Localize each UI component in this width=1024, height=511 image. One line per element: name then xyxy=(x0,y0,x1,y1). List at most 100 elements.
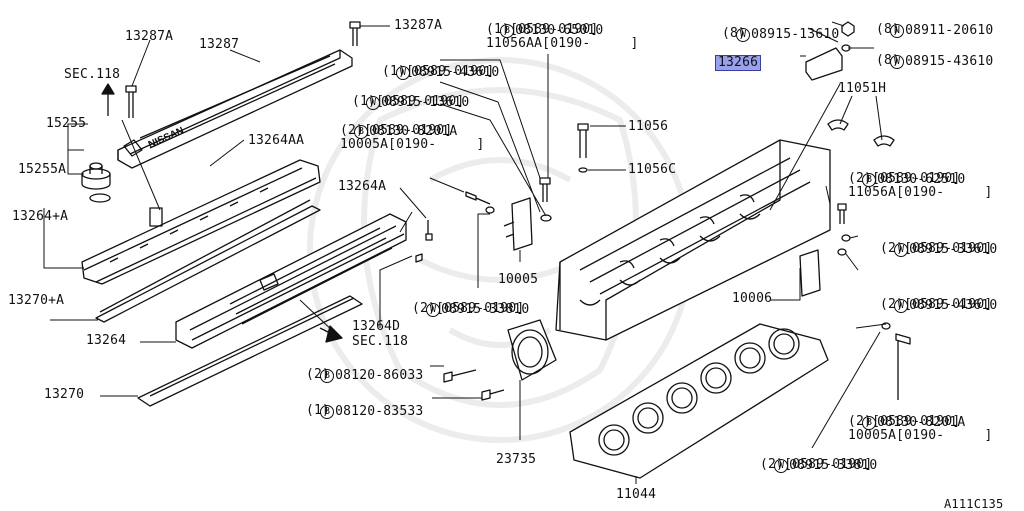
head-gasket-11044 xyxy=(569,323,829,479)
callout-supersession: 11056A[0190- ] xyxy=(848,185,993,200)
washer-08915-43610 xyxy=(837,248,847,256)
callout-code: 08915-33610 xyxy=(909,242,998,257)
callout-code: 08915-13610 xyxy=(751,27,840,42)
cylinder-head xyxy=(555,139,831,341)
washer-symbol-icon: W xyxy=(890,55,905,69)
section-ref-sec118-top: SEC.118 xyxy=(64,67,121,82)
callout-qty: (1)[0589-0190] xyxy=(352,94,465,109)
part-label-13264AA: 13264AA xyxy=(248,133,305,148)
callout-code: 08915-43610 xyxy=(411,65,500,80)
callout-code: 08120-86033 xyxy=(335,368,424,383)
bolt-symbol-icon: B xyxy=(320,369,335,383)
callout-code: 08130-8201A xyxy=(877,415,966,430)
washer-symbol-icon: W xyxy=(736,28,751,42)
head-bolt-11056 xyxy=(577,123,589,158)
bolt-08130-8201A xyxy=(465,191,491,205)
engine-top-cover-13287: NISSAN xyxy=(117,49,353,169)
part-label-13266-highlighted[interactable]: 13266 xyxy=(715,55,762,71)
oil-cap-gasket-15255A xyxy=(89,193,111,203)
part-label-15255A: 15255A xyxy=(18,162,67,177)
callout-qty: (8) xyxy=(722,26,747,41)
bolt-08130-8201A-right xyxy=(881,322,911,400)
leader-lines xyxy=(43,21,887,484)
part-label-13264A: 13264A xyxy=(338,179,387,194)
part-label-23735: 23735 xyxy=(496,452,537,467)
callout-qty: (2)[0589-0190] xyxy=(340,123,453,138)
bracket-13266 xyxy=(805,21,855,81)
section-ref-sec118-mid: SEC.118 xyxy=(352,334,409,349)
callout-qty: (2)[0589-0190] xyxy=(880,241,993,256)
washer-11056C xyxy=(578,167,588,173)
callout-code: 08911-20610 xyxy=(905,23,994,38)
washer-symbol-icon: W xyxy=(426,303,441,317)
callout-code: 08130-62510 xyxy=(877,172,966,187)
callout-code: 08915-43610 xyxy=(909,298,998,313)
part-label-13264: 13264 xyxy=(86,333,127,348)
washer-symbol-icon: W xyxy=(366,96,381,110)
washer-symbol-icon: W xyxy=(894,243,909,257)
part-label-13287: 13287 xyxy=(199,37,240,52)
callout-qty: (1)[0589-0190] xyxy=(486,22,599,37)
washer-symbol-icon: W xyxy=(894,299,909,313)
bolt-13287A-top xyxy=(349,21,361,46)
callout-qty: (2)[0589-0190] xyxy=(848,171,961,186)
bolt-symbol-icon: B xyxy=(354,125,369,139)
arrow-right-icon xyxy=(319,325,343,343)
part-label-11056C: 11056C xyxy=(628,162,677,177)
callout-qty: (1)[0589-0190] xyxy=(382,64,495,79)
rocker-cover-13264-right xyxy=(175,213,407,349)
washer-08915-33810 xyxy=(485,206,495,214)
rocker-cover-gasket-13270-right xyxy=(137,295,363,407)
callout-qty: (2)[0589-0190] xyxy=(760,457,873,472)
part-label-13287A-top: 13287A xyxy=(394,18,443,33)
callout-code: 08915-33810 xyxy=(441,302,530,317)
callout-qty: (8) xyxy=(876,22,901,37)
callout-supersession: 11056AA[0190- ] xyxy=(486,36,639,51)
rocker-cover-13264 xyxy=(81,159,321,285)
bracket-10006 xyxy=(799,249,821,297)
oil-filler-cap-15255 xyxy=(81,162,111,190)
part-label-15255: 15255 xyxy=(46,116,87,131)
callout-supersession: 10005A[0190- ] xyxy=(340,137,485,152)
callout-supersession: 10005A[0190- ] xyxy=(848,428,993,443)
rocker-cover-gasket-13270 xyxy=(95,199,321,323)
figure-code: A111C135 xyxy=(944,497,1004,511)
bracket-10005 xyxy=(503,197,533,251)
callout-qty: (8) xyxy=(876,53,901,68)
part-label-11051H: 11051H xyxy=(838,81,887,96)
part-label-13270: 13270 xyxy=(44,387,85,402)
washer-symbol-icon: W xyxy=(396,66,411,80)
bolt-symbol-icon: B xyxy=(500,24,515,38)
callout-qty: (2)[0589-0190] xyxy=(412,301,525,316)
bolt-symbol-icon: B xyxy=(862,173,877,187)
part-label-10005: 10005 xyxy=(498,272,539,287)
bolt-symbol-icon: B xyxy=(862,416,877,430)
callout-qty: (2)[0589-0190] xyxy=(848,414,961,429)
callout-code: 08130-65010 xyxy=(515,23,604,38)
bolt-08130-62510 xyxy=(837,203,847,224)
part-label-13264D: 13264D xyxy=(352,319,401,334)
bolt-08130-65010 xyxy=(539,177,552,222)
part-label-13287A: 13287A xyxy=(125,29,174,44)
bolt-13264A xyxy=(415,220,433,263)
callout-code: 08915-33810 xyxy=(789,458,878,473)
part-label-11044: 11044 xyxy=(616,487,657,502)
callout-code: 08915-43610 xyxy=(905,54,994,69)
bolt-08120-86033 xyxy=(443,369,477,383)
callout-code: 08120-83533 xyxy=(335,404,424,419)
arrow-up-icon xyxy=(101,83,115,116)
part-label-10006: 10006 xyxy=(732,291,773,306)
